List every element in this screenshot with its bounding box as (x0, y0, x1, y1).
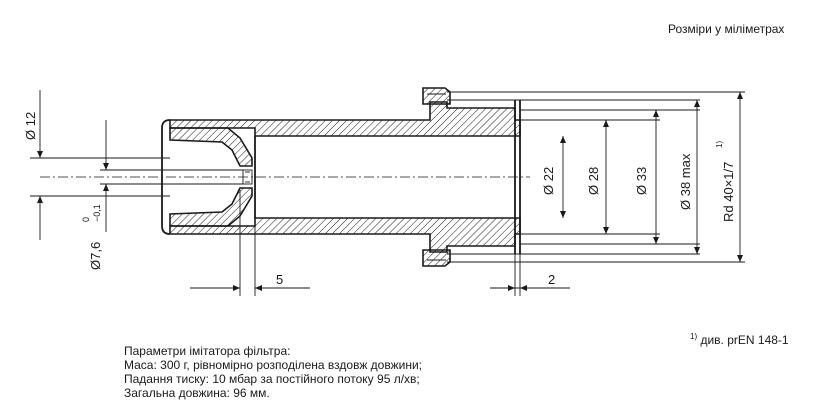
dim-d7-6: Ø7,6 (88, 242, 103, 270)
parameter-pressure: Падання тиску: 10 мбар за постійного пот… (124, 372, 420, 386)
footnote-marker: 1) (690, 332, 698, 341)
collar-bottom (422, 249, 451, 267)
dim-d28: Ø 28 (586, 167, 601, 195)
units-note: Розміри у міліметрах (668, 22, 785, 36)
dim-d33: Ø 33 (634, 167, 649, 195)
footnote-text: див. prEN 148-1 (700, 333, 789, 347)
dim-thread-note-ref: 1) (715, 141, 724, 148)
dim-d7-6-tol-lower: −0,1 (92, 204, 102, 222)
parameter-mass: Маса: 300 г, рівномірно розподілена вздо… (124, 358, 422, 372)
dim-len-5: 5 (276, 272, 283, 287)
nozzle-front (161, 119, 171, 235)
parameter-length: Загальна довжина: 96 мм. (124, 386, 270, 400)
dim-d38: Ø 38 max (678, 153, 693, 210)
dim-d12: Ø 12 (23, 112, 38, 140)
nozzle-top (169, 127, 253, 167)
dim-d7-6-tol-upper: 0 (81, 217, 91, 222)
dim-d22: Ø 22 (541, 167, 556, 195)
orifice (242, 169, 253, 185)
footnote: 1) див. prEN 148-1 (690, 330, 789, 347)
parameters-block: Параметри імітатора фільтра: Маса: 300 г… (124, 344, 422, 400)
dim-len-2: 2 (548, 272, 555, 287)
nozzle-bottom (169, 187, 253, 227)
parameters-heading: Параметри імітатора фільтра: (124, 344, 291, 358)
collar-top (422, 87, 451, 105)
dim-thread: Rd 40×1/7 (721, 162, 736, 222)
